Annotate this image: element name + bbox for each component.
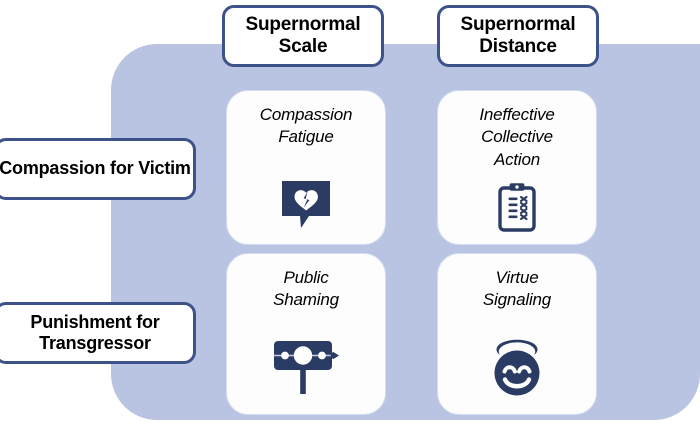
cell-label: Compassion Fatigue: [259, 105, 353, 147]
halo-smiling-face-icon: [487, 338, 547, 398]
column-header-supernormal-distance[interactable]: Supernormal Distance: [437, 5, 599, 67]
column-header-label: Supernormal Scale: [245, 13, 361, 57]
broken-heart-speech-bubble-icon: [279, 178, 333, 230]
cell-label: Public Shaming: [273, 268, 339, 310]
matrix-background-panel: [111, 44, 700, 420]
matrix-cell-ineffective-collective-action[interactable]: Ineffective Collective Action: [437, 90, 597, 245]
row-header-compassion-for-victim[interactable]: Compassion for Victim: [0, 138, 196, 200]
clipboard-checklist-x-icon: [496, 182, 538, 232]
cell-label: Virtue Signaling: [482, 268, 552, 310]
cell-label: Ineffective Collective Action: [479, 105, 555, 169]
row-header-label: Punishment for Transgressor: [30, 311, 160, 353]
matrix-cell-compassion-fatigue[interactable]: Compassion Fatigue: [226, 90, 386, 245]
matrix-cell-virtue-signaling[interactable]: Virtue Signaling: [437, 253, 597, 415]
pillory-stocks-icon: [267, 338, 345, 396]
matrix-cell-public-shaming[interactable]: Public Shaming: [226, 253, 386, 415]
column-header-label: Supernormal Distance: [460, 13, 576, 57]
row-header-punishment-for-transgressor[interactable]: Punishment for Transgressor: [0, 302, 196, 364]
row-header-label: Compassion for Victim: [0, 158, 191, 179]
column-header-supernormal-scale[interactable]: Supernormal Scale: [222, 5, 384, 67]
